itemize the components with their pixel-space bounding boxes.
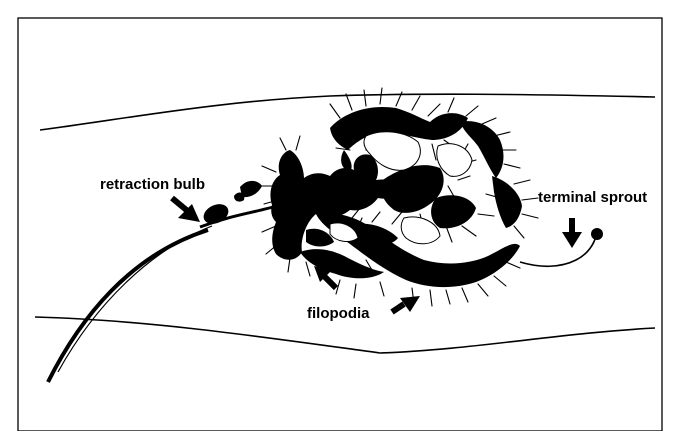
arrow-terminal-sprout xyxy=(562,218,582,248)
lower-boundary-line xyxy=(35,317,655,353)
arrow-filopodia-right xyxy=(392,296,420,312)
arrow-retraction-bulb xyxy=(172,198,200,222)
axon xyxy=(48,205,280,382)
terminal-sprout xyxy=(520,228,603,266)
label-terminal-sprout: terminal sprout xyxy=(538,189,647,206)
label-retraction-bulb: retraction bulb xyxy=(100,176,205,193)
label-filopodia: filopodia xyxy=(307,305,370,322)
retraction-bulb-shape xyxy=(200,181,262,228)
